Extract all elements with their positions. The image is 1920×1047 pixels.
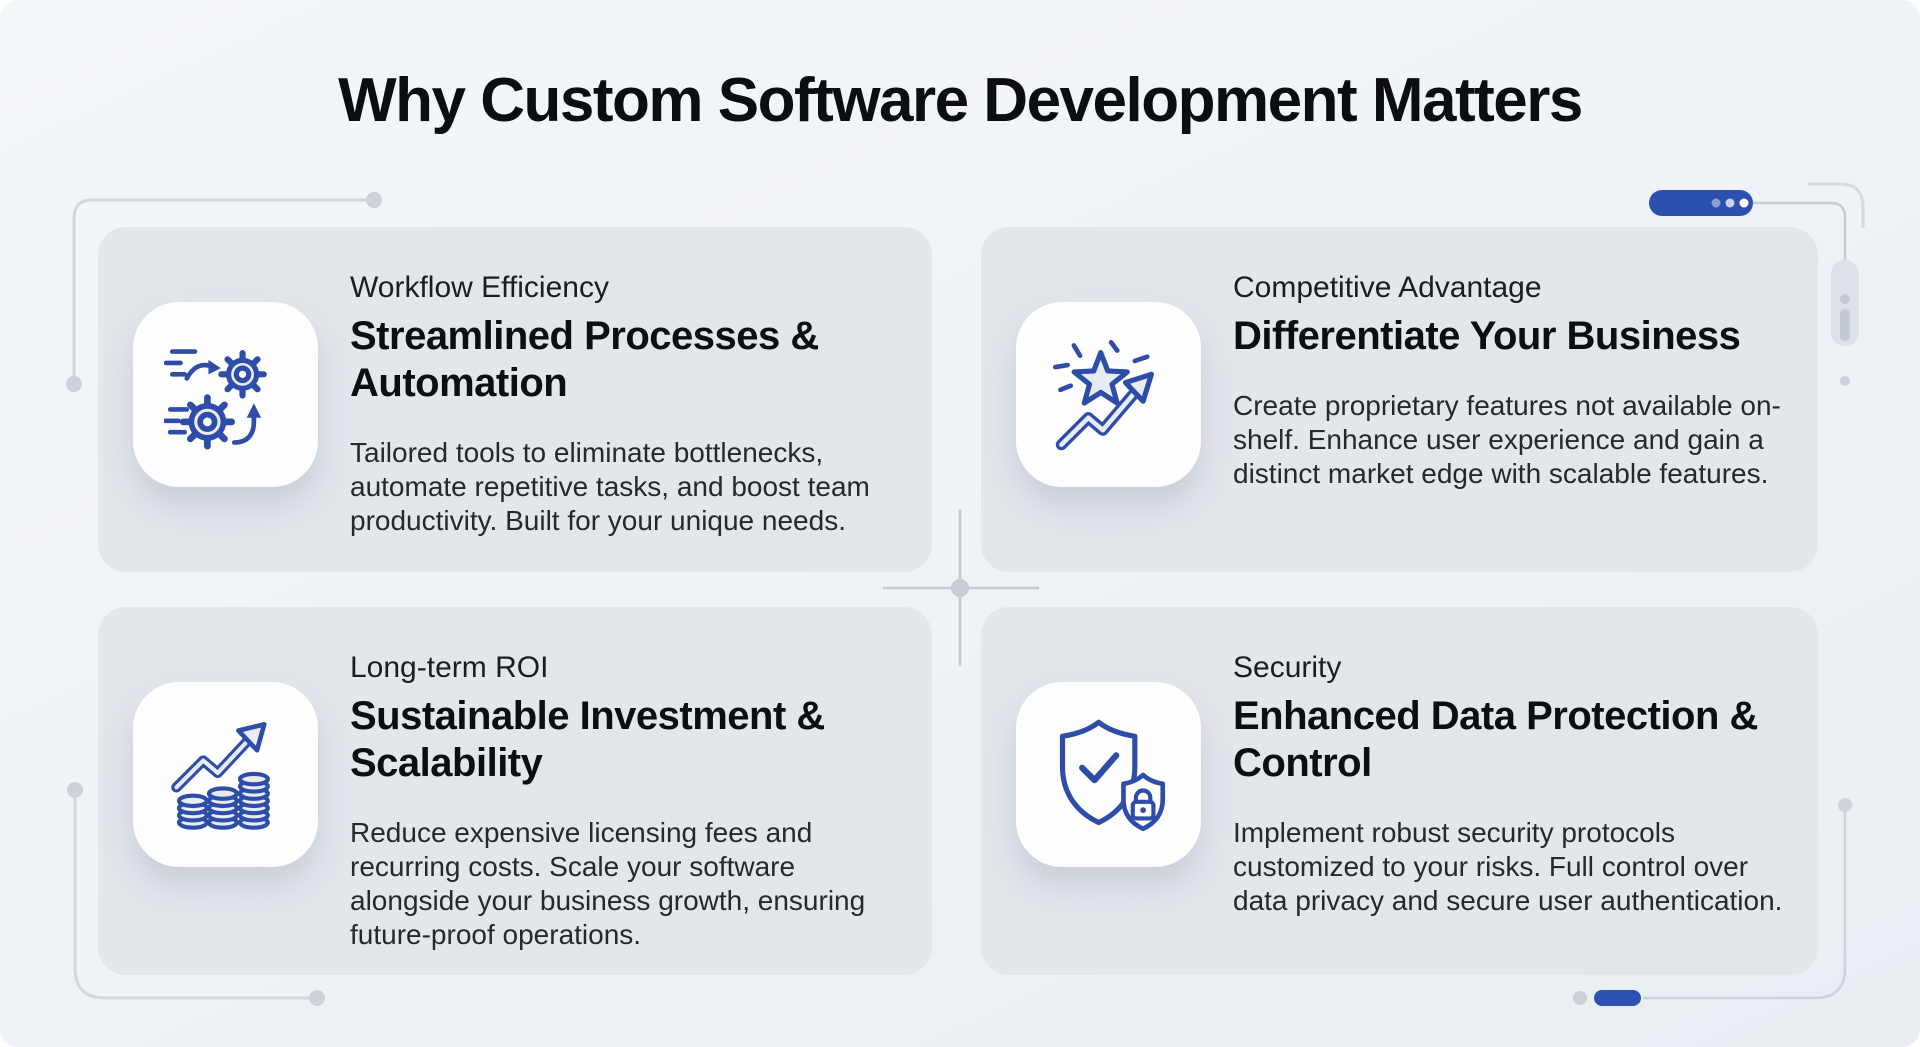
star-growth-icon <box>1052 339 1154 450</box>
card-eyebrow: Workflow Efficiency <box>350 271 609 304</box>
card-body: Reduce expensive licensing fees and recu… <box>350 817 866 950</box>
card-text: Long-term ROI Sustainable Investment & S… <box>350 650 910 952</box>
card-eyebrow: Competitive Advantage <box>1233 271 1542 304</box>
card-heading: Sustainable Investment & Scalability <box>350 694 825 785</box>
card-competitive-advantage: Competitive Advantage Differentiate Your… <box>981 227 1818 572</box>
gears-automation-icon <box>163 348 267 450</box>
progress-pill <box>1594 990 1641 1006</box>
card-heading: Enhanced Data Protection & Control <box>1233 694 1758 785</box>
icon-box <box>133 682 318 867</box>
pill-dot-3 <box>1739 198 1749 208</box>
card-heading: Differentiate Your Business <box>1233 314 1741 358</box>
coins-growth-icon <box>170 721 270 830</box>
card-text: Competitive Advantage Differentiate Your… <box>1233 270 1796 491</box>
page-title: Why Custom Software Development Matters <box>338 66 1583 135</box>
card-workflow-efficiency: Workflow Efficiency Streamlined Processe… <box>98 227 932 572</box>
corner-bracket-top-right <box>1808 182 1865 228</box>
icon-box <box>133 302 318 487</box>
card-eyebrow: Long-term ROI <box>350 651 549 684</box>
pill-dot-1 <box>1711 198 1721 208</box>
card-long-term-roi: Long-term ROI Sustainable Investment & S… <box>98 607 932 975</box>
card-eyebrow: Security <box>1233 651 1342 684</box>
card-heading: Streamlined Processes & Automation <box>350 314 819 405</box>
pill-dot-2 <box>1725 198 1735 208</box>
shield-lock-icon <box>1059 719 1165 831</box>
browser-pill <box>1649 190 1753 216</box>
scrollbar-remote-widget <box>1831 260 1859 386</box>
progress-dot <box>1573 991 1587 1005</box>
card-body: Tailored tools to eliminate bottlenecks,… <box>350 437 870 536</box>
card-body: Create proprietary features not availabl… <box>1233 390 1781 489</box>
icon-box <box>1016 682 1201 867</box>
card-text: Security Enhanced Data Protection & Cont… <box>1233 650 1796 918</box>
card-security: Security Enhanced Data Protection & Cont… <box>981 607 1818 975</box>
card-body: Implement robust security protocols cust… <box>1233 817 1783 916</box>
icon-box <box>1016 302 1201 487</box>
card-text: Workflow Efficiency Streamlined Processe… <box>350 270 910 538</box>
